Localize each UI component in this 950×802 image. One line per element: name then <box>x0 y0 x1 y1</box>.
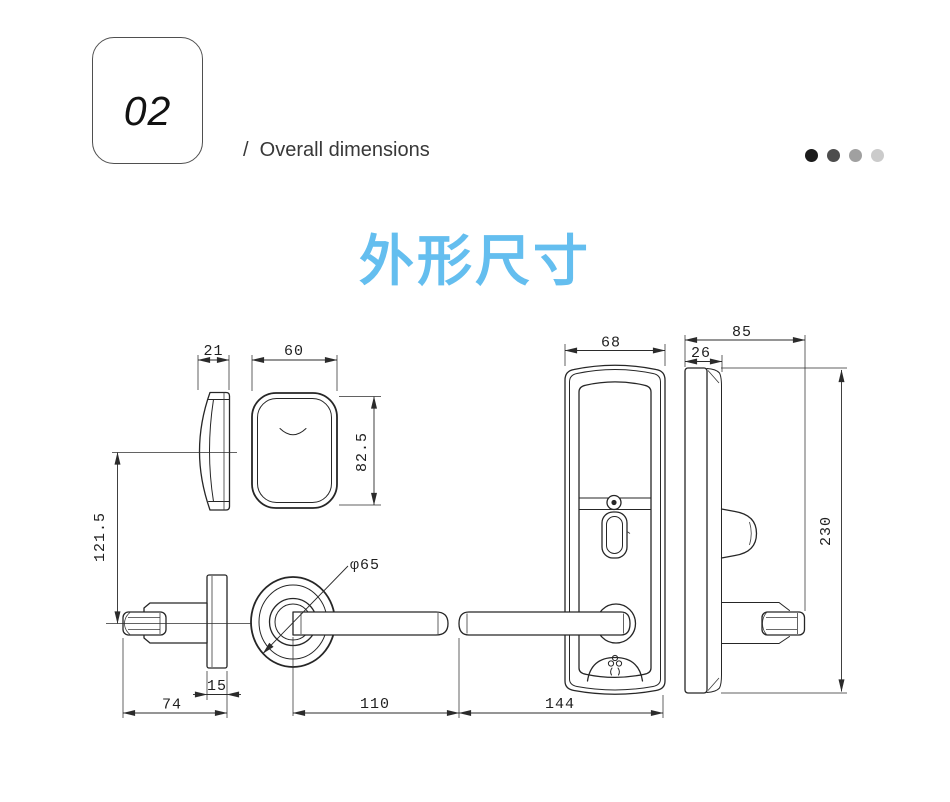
dimension-annotations: 21 60 82.5 121.5 15 74 φ65 110 68 26 85 … <box>92 324 847 718</box>
panel-front-view <box>458 364 666 695</box>
rose-front-view <box>250 576 449 668</box>
card-swipe-arc <box>279 428 307 436</box>
dim-label-60: 60 <box>284 343 304 360</box>
dim-label-21: 21 <box>203 343 223 360</box>
turn-piece <box>601 511 628 559</box>
hub-housing <box>721 602 790 644</box>
lever-handle <box>292 611 449 636</box>
diameter-leader <box>262 565 349 654</box>
dim-label-74: 74 <box>162 697 182 714</box>
section-number-badge: 02 <box>92 37 203 164</box>
section-number: 02 <box>123 88 172 134</box>
dim-label-110: 110 <box>360 696 390 713</box>
page-title: 外形尺寸 <box>358 230 591 292</box>
dim-label-phi65: φ65 <box>350 557 380 574</box>
dim-label-121-5: 121.5 <box>92 512 109 562</box>
pager-dots <box>805 149 884 162</box>
pager-dot[interactable] <box>805 149 818 162</box>
dim-label-15: 15 <box>207 678 227 695</box>
centerlines <box>106 623 294 716</box>
dim-label-230: 230 <box>818 516 835 546</box>
dim-label-85: 85 <box>732 324 752 341</box>
keyhole-dome <box>586 656 644 682</box>
dim-label-26: 26 <box>691 345 711 362</box>
pager-dot[interactable] <box>849 149 862 162</box>
section-title: / Overall dimensions <box>243 139 430 161</box>
handle-side-view <box>122 574 228 669</box>
escutcheon-front-view <box>251 392 338 509</box>
key-emblem-icon <box>607 654 623 676</box>
pager-dot[interactable] <box>871 149 884 162</box>
turn-knob-profile <box>720 508 758 559</box>
pager-dot[interactable] <box>827 149 840 162</box>
dim-label-68: 68 <box>601 335 621 352</box>
spindle-stub <box>761 611 806 636</box>
escutcheon-side-view <box>198 391 231 511</box>
dim-label-82-5: 82.5 <box>354 432 371 472</box>
dim-label-144: 144 <box>545 696 575 713</box>
lever-handle-front <box>458 611 631 636</box>
panel-side-view <box>684 367 806 694</box>
